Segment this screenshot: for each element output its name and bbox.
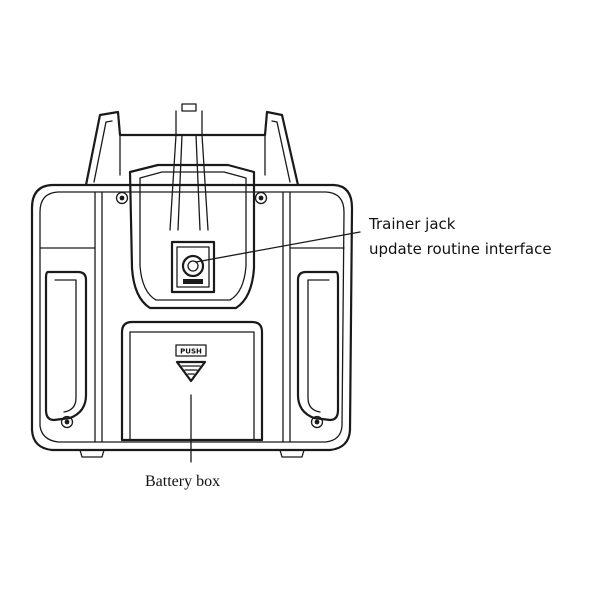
left-grip: [44, 270, 88, 422]
push-label: PUSH: [180, 348, 202, 356]
battery-box-label: Battery box: [145, 473, 220, 490]
top-handle: [84, 103, 300, 187]
right-grip: [296, 270, 340, 422]
push-arrow-icon: [175, 360, 207, 383]
trainer-jack-label: Trainer jack: [368, 215, 456, 233]
callouts: [190, 231, 361, 463]
body-outline: [30, 183, 354, 458]
side-rails: [39, 191, 345, 443]
trainer-jack-socket: [170, 240, 216, 294]
push-label-box: [175, 344, 207, 357]
battery-box-cover: PUSH: [120, 320, 264, 442]
update-interface-label: update routine interface: [369, 240, 552, 258]
screws: [60, 191, 324, 429]
center-panel: [128, 134, 256, 310]
trainer-jack-leader-line: [195, 231, 361, 263]
